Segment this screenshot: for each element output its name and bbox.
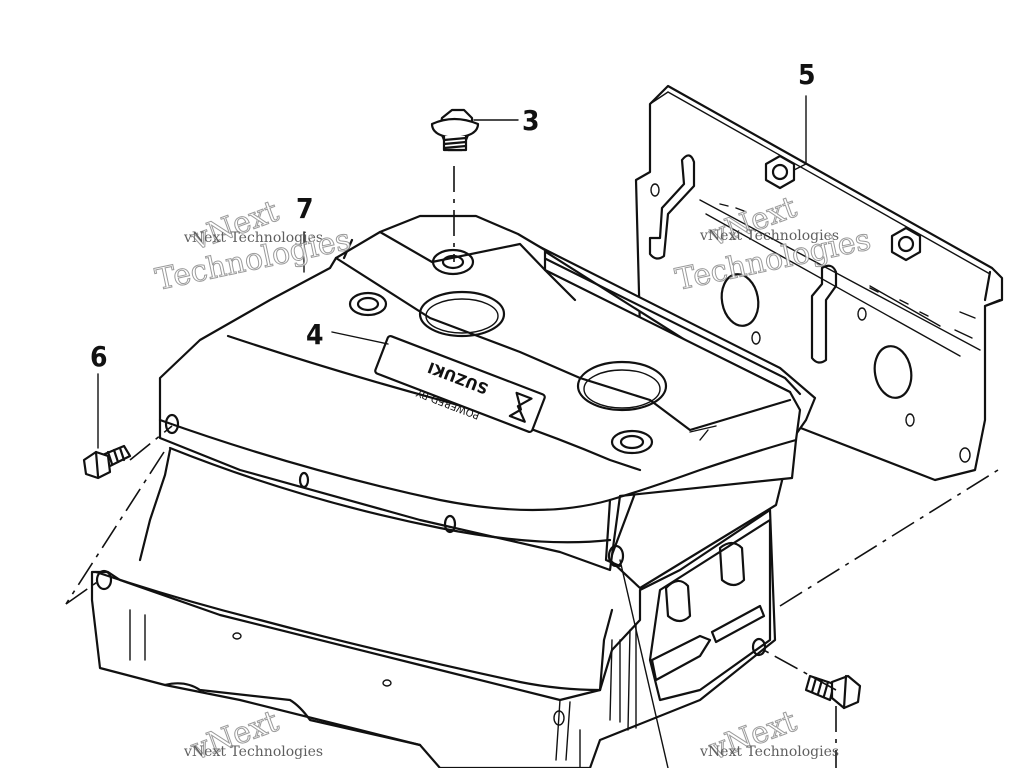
svg-text:vNext Technologies: vNext Technologies bbox=[699, 744, 839, 760]
svg-text:vNext Technologies: vNext Technologies bbox=[183, 744, 323, 760]
watermark-bottom-right: vNext vNext Technologies bbox=[699, 703, 839, 768]
base-bolt-hole-left bbox=[95, 569, 113, 591]
svg-text:vNext Technologies: vNext Technologies bbox=[699, 228, 839, 244]
plate-nut-top bbox=[764, 154, 796, 190]
bolt-right-lower bbox=[804, 674, 862, 710]
s-logo-icon bbox=[508, 391, 533, 423]
callout-3: 3 bbox=[522, 104, 540, 137]
spark-plug-opening-1 bbox=[418, 290, 506, 338]
plate-hole-right bbox=[873, 345, 913, 399]
plate-slot-left bbox=[648, 154, 696, 260]
plate-hole-left bbox=[720, 273, 760, 327]
leader-lines bbox=[97, 95, 807, 768]
callout-6: 6 bbox=[90, 340, 108, 373]
watermark-top-right: vNext vNext Technologies Technologies bbox=[672, 189, 874, 298]
plate-slot-right bbox=[810, 264, 838, 364]
cover-mount-hole-right bbox=[607, 544, 625, 568]
callout-7: 7 bbox=[296, 192, 314, 225]
cover-mount-hole-left bbox=[164, 413, 180, 435]
svg-text:vNext Technologies: vNext Technologies bbox=[183, 230, 323, 246]
cover-base bbox=[90, 448, 777, 768]
bolt-left bbox=[82, 444, 132, 480]
plate-nut-right bbox=[890, 226, 922, 262]
callout-4: 4 bbox=[306, 318, 324, 351]
callout-5: 5 bbox=[798, 58, 816, 91]
spark-plug-opening-2 bbox=[576, 360, 668, 412]
heat-shield-plate bbox=[634, 84, 1004, 482]
alignment-lines bbox=[65, 166, 999, 768]
bolt-top bbox=[430, 108, 480, 152]
